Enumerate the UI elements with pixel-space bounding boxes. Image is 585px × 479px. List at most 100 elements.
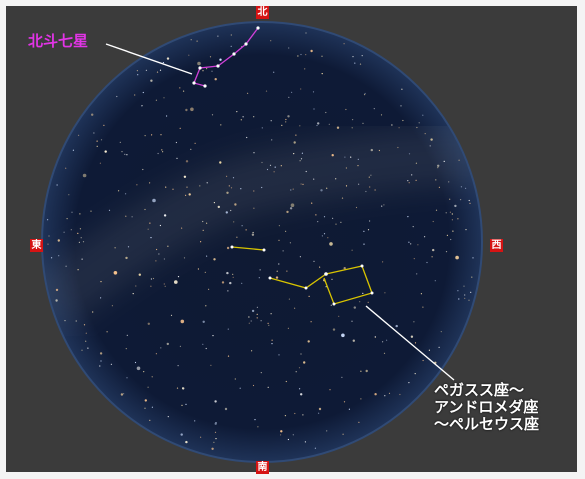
star [224,407,228,411]
star [313,260,315,262]
star [370,148,373,152]
star [246,136,248,139]
star [260,372,262,374]
star [299,125,301,127]
sky-map [41,21,483,463]
star [408,382,410,384]
star [335,223,337,225]
star [147,322,150,325]
star [408,241,410,243]
star [415,162,417,164]
star [321,73,323,75]
star [374,189,376,191]
star [464,297,466,299]
star [251,350,253,352]
star [96,145,98,147]
star [124,153,126,155]
star [269,164,272,166]
star [284,415,286,417]
star [329,389,331,391]
star [145,69,147,71]
star [80,237,82,239]
star [226,175,228,177]
star [119,141,121,143]
star [226,191,229,194]
star [288,96,290,98]
star [182,387,185,390]
star [256,313,258,315]
star [290,203,295,207]
star [55,288,59,292]
star [159,224,161,227]
star [194,142,196,144]
star [220,124,222,126]
star [292,188,294,190]
star [180,433,183,436]
star [438,186,440,188]
big-dipper-label: 北斗七星 [28,32,89,50]
star [313,178,315,180]
star [150,237,152,239]
star [402,119,404,122]
star [142,91,144,94]
big-dipper-stars [192,26,260,88]
star [209,56,212,58]
star [457,290,459,292]
star [299,160,301,162]
star [350,156,352,158]
star [248,322,250,324]
star [304,68,306,70]
star [435,209,438,211]
star [125,193,127,195]
star [179,127,181,129]
star [157,152,159,155]
star [248,316,250,318]
star [210,364,212,366]
star [295,371,297,373]
star [183,175,187,178]
star [302,183,304,185]
star [382,341,384,343]
star [367,229,370,231]
star [329,242,333,246]
star [300,353,302,355]
star [252,384,255,387]
star [308,295,310,297]
star [407,180,409,182]
star [302,414,304,416]
star [336,126,340,129]
star [151,406,153,408]
star [365,190,367,193]
star [295,134,297,136]
star-chart-frame: 北 東 西 南 北斗七星 ペガスス座～ アンドロメダ座 ～ペルセウス座 [6,6,577,474]
star [111,305,113,307]
star [116,95,118,98]
west-marker: 西 [490,239,503,252]
star [298,367,301,369]
star [299,388,301,390]
star [275,276,279,279]
star [370,174,372,176]
star [242,116,244,118]
star [434,280,436,282]
milky-way [43,126,477,330]
star [386,339,388,341]
star [320,189,323,192]
star [211,114,214,116]
star [383,352,386,354]
star [202,343,204,345]
star [155,99,157,101]
star [305,32,307,34]
star [285,121,287,123]
star [408,182,410,184]
star [300,393,303,396]
star [158,253,160,255]
star [230,209,232,212]
star [253,207,255,209]
star [200,436,202,438]
star [190,39,192,41]
star [213,258,216,261]
star [410,243,412,245]
star [100,139,103,141]
star [374,393,377,396]
